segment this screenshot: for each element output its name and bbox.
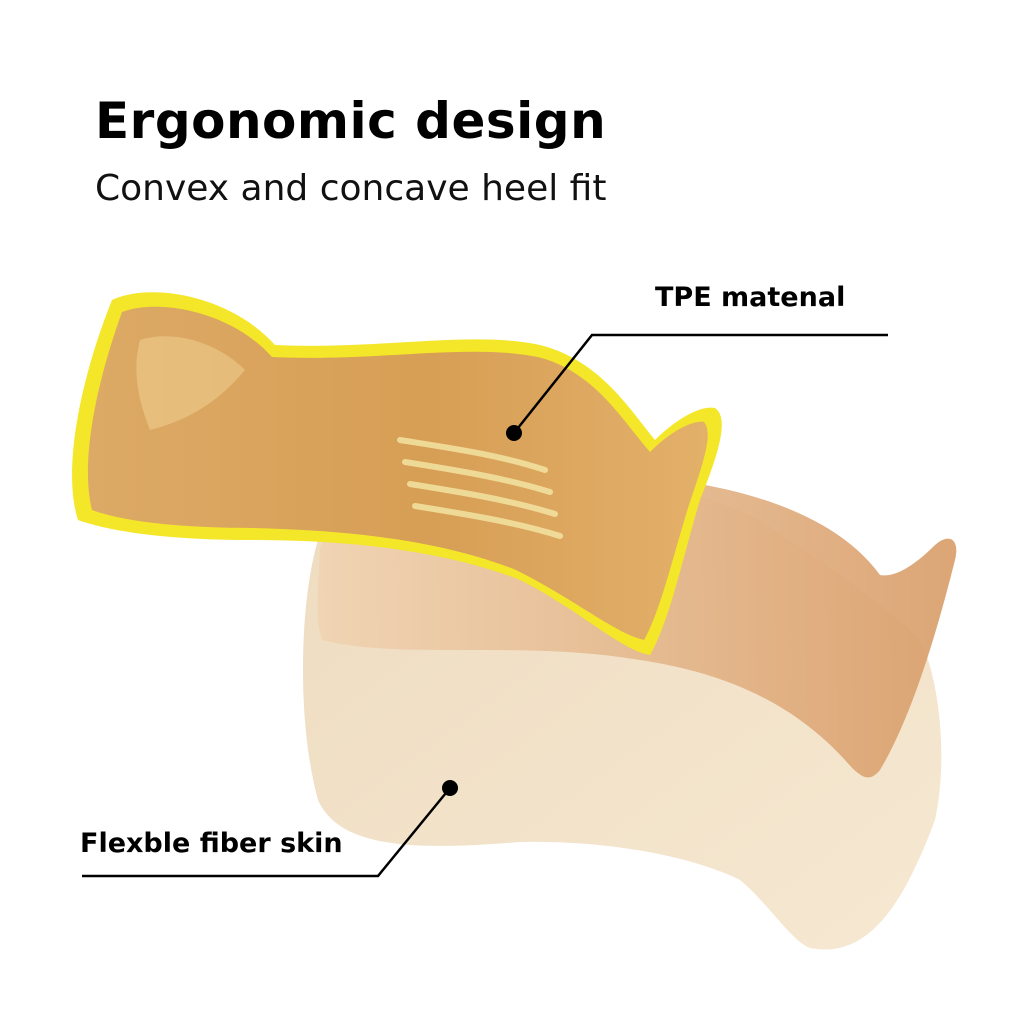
fiber-leader-line (82, 787, 451, 878)
tpe-material-label: TPE matenal (655, 282, 846, 313)
page-title: Ergonomic design (95, 92, 607, 150)
gel-ridge-highlights (397, 437, 563, 539)
gel-sheen (136, 336, 245, 430)
fiber-leader-dot (442, 780, 458, 796)
tpe-leader-dot (506, 425, 522, 441)
tpe-gel-pad (87, 306, 708, 640)
page-subtitle: Convex and concave heel fit (95, 168, 607, 209)
tpe-leader-line (513, 333, 888, 434)
fiber-skin-label: Flexble fiber skin (80, 828, 343, 859)
